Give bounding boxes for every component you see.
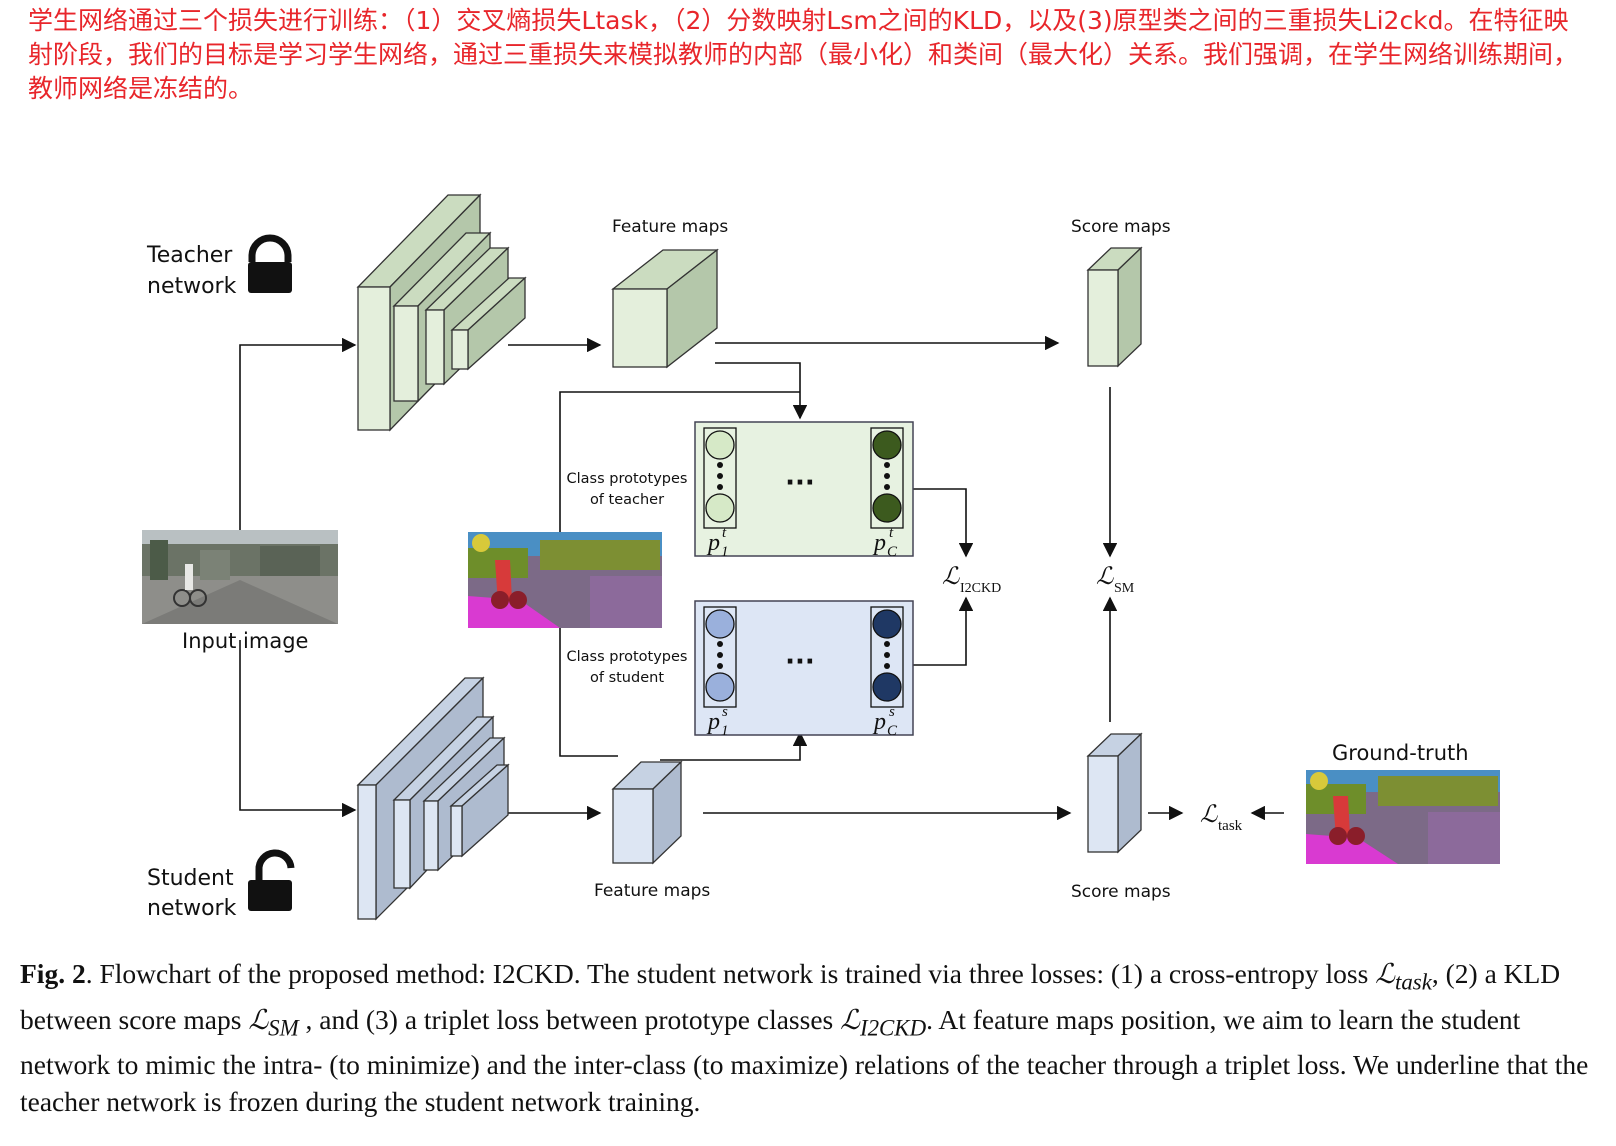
svg-text:SM: SM	[1114, 581, 1135, 596]
student-proto-last-top	[872, 609, 902, 639]
student-score-map-cube	[1086, 732, 1143, 854]
svg-text:I2CKD: I2CKD	[960, 581, 1001, 596]
caption-text-part4: . At feature maps position, we aim to le…	[20, 1003, 1589, 1118]
caption-ltask-symbol: ℒ	[1375, 958, 1395, 989]
caption-li2ckd-symbol: ℒ	[840, 1003, 860, 1035]
svg-text:ℒ: ℒ	[1200, 802, 1218, 828]
figure-caption: Fig. 2. Flowchart of the proposed method…	[20, 955, 1610, 1120]
p1-student-symbol: p s 1	[706, 704, 729, 739]
svg-text:t: t	[889, 525, 894, 541]
svg-text:1: 1	[721, 723, 729, 739]
teacher-proto-last-top	[872, 430, 902, 460]
svg-text:s: s	[889, 704, 895, 720]
i2ckd-flowchart: Teacher network Student network Input im…	[142, 193, 1500, 921]
student-feature-map-cube	[611, 760, 683, 865]
ground-truth-label: Ground-truth	[1332, 741, 1469, 765]
arrow-input-to-teacher	[239, 337, 357, 530]
caption-lsm-sub: SM	[268, 1015, 299, 1040]
arrow-sfeature-to-sproto	[660, 731, 808, 761]
svg-text:p: p	[872, 709, 886, 735]
arrow-sproto-to-li2ckd	[908, 596, 974, 666]
proto-teacher-label-line2: of teacher	[590, 492, 664, 508]
teacher-score-map-cube	[1086, 246, 1143, 368]
proto-student-label-line1: Class prototypes	[567, 649, 688, 665]
svg-text:C: C	[887, 723, 898, 739]
locked-padlock-icon	[248, 234, 292, 293]
svg-text:p: p	[706, 530, 720, 556]
student-label-line1: Student	[147, 866, 234, 891]
student-prototypes-panel	[694, 600, 914, 736]
caption-text-part3: , and (3) a triplet loss between prototy…	[298, 1003, 841, 1035]
svg-text:C: C	[887, 544, 898, 560]
student-network-blocks	[356, 676, 510, 921]
student-label-line2: network	[147, 896, 237, 921]
ground-truth-image	[1306, 770, 1500, 864]
feature-maps-bottom-label: Feature maps	[594, 881, 710, 901]
svg-text:t: t	[722, 525, 727, 541]
caption-text-part1: . Flowchart of the proposed method: I2CK…	[85, 958, 1376, 989]
loss-sm: ℒ SM	[1096, 564, 1135, 596]
student-proto-first-top	[705, 609, 735, 639]
teacher-network-blocks	[356, 193, 527, 432]
pc-teacher-symbol: p t C	[872, 525, 898, 560]
student-proto-last-bottom	[872, 672, 902, 702]
proto-teacher-label-line1: Class prototypes	[567, 471, 688, 487]
p1-teacher-symbol: p t 1	[706, 525, 729, 560]
svg-text:p: p	[706, 709, 720, 735]
student-proto-ellipsis: ···	[785, 647, 815, 677]
svg-text:p: p	[872, 530, 886, 556]
pc-student-symbol: p s C	[872, 704, 898, 739]
loss-i2ckd: ℒ I2CKD	[942, 564, 1001, 596]
teacher-prototypes-panel	[694, 421, 914, 557]
input-image-label: Input image	[182, 629, 308, 653]
score-maps-bottom-label: Score maps	[1071, 882, 1171, 902]
svg-text:ℒ: ℒ	[942, 564, 960, 590]
svg-text:task: task	[1218, 818, 1243, 834]
teacher-label-line1: Teacher	[146, 243, 233, 268]
caption-li2ckd-sub: I2CKD	[859, 1015, 927, 1040]
score-maps-top-label: Score maps	[1071, 217, 1171, 237]
teacher-proto-last-bottom	[872, 493, 902, 523]
caption-ltask-sub: task	[1394, 969, 1432, 995]
teacher-proto-first-bottom	[705, 493, 735, 523]
feature-maps-top-label: Feature maps	[612, 217, 728, 237]
arrow-tfeature-to-tproto	[715, 362, 808, 420]
proto-student-label-line2: of student	[590, 670, 664, 686]
student-proto-first-bottom	[705, 672, 735, 702]
teacher-proto-ellipsis: ···	[785, 468, 815, 498]
segmentation-map-middle	[468, 532, 662, 628]
loss-task: ℒ task	[1200, 802, 1243, 834]
chinese-translation-note: 学生网络通过三个损失进行训练：（1）交叉熵损失Ltask，（2）分数映射Lsm之…	[28, 6, 1579, 103]
unlocked-padlock-icon	[248, 849, 295, 911]
teacher-proto-first-top	[705, 430, 735, 460]
teacher-feature-map-cube	[611, 248, 719, 369]
arrow-tproto-to-li2ckd	[908, 488, 974, 558]
caption-text-part2: , (2) a KLD between score maps	[20, 958, 1561, 1035]
arrow-input-to-student	[239, 640, 357, 818]
teacher-label-line2: network	[147, 274, 237, 299]
caption-fig-label: Fig. 2	[20, 958, 86, 989]
svg-text:s: s	[722, 704, 728, 720]
svg-text:1: 1	[721, 544, 729, 560]
input-image	[142, 530, 338, 624]
svg-text:ℒ: ℒ	[1096, 564, 1114, 590]
caption-lsm-symbol: ℒ	[248, 1003, 269, 1035]
